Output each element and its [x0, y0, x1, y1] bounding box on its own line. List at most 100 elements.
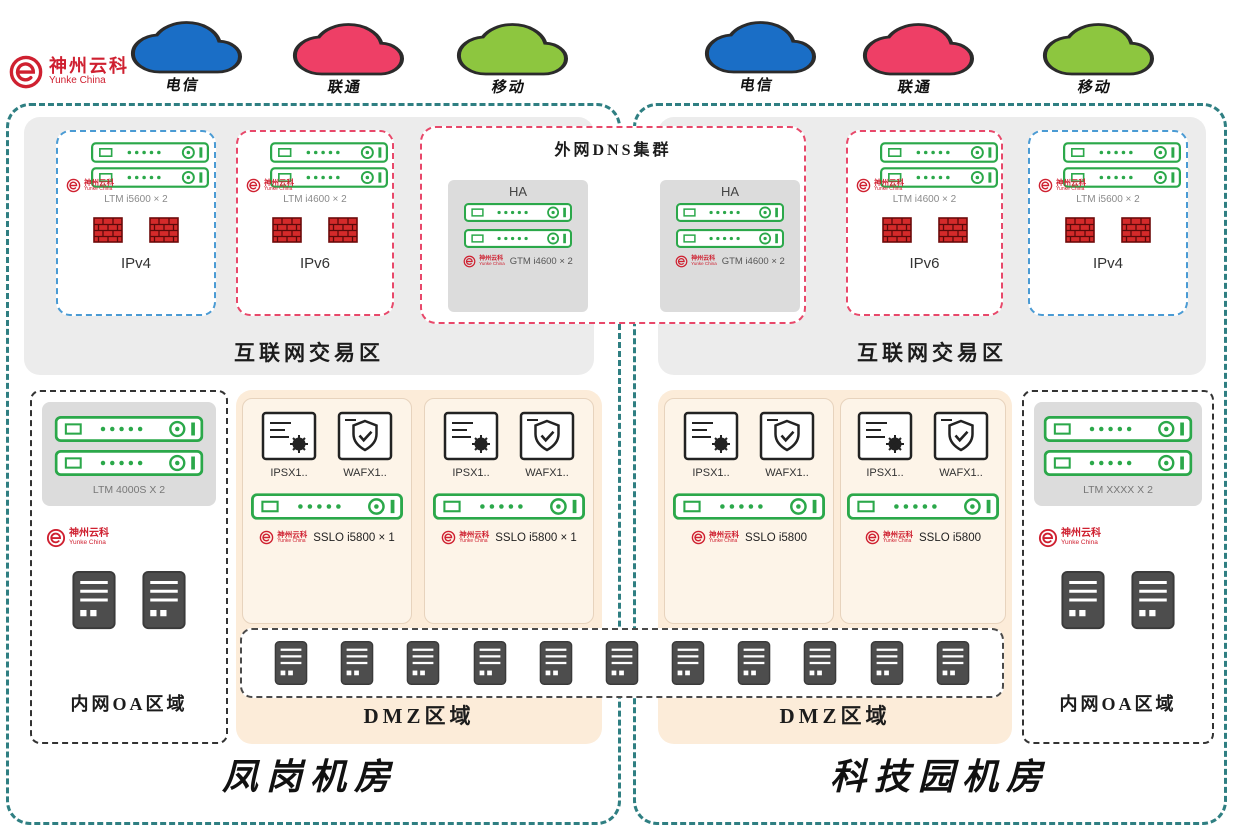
- ips-label: IPSX1..: [270, 467, 308, 479]
- server-icon: [870, 640, 904, 686]
- waf-icon: [337, 411, 393, 461]
- ltm-appliance-icon: [54, 416, 204, 442]
- yunke-swirl-icon: [66, 178, 81, 193]
- yunke-swirl-icon: [246, 178, 261, 193]
- server-icon: [340, 640, 374, 686]
- server-icon: [539, 640, 573, 686]
- cloud-icon: [286, 6, 402, 74]
- dmz-zone-label-left: DMZ区域: [363, 704, 475, 728]
- yunke-logo-text: 神州云科 Yunke China: [49, 57, 129, 86]
- firewall-icon: [149, 217, 179, 243]
- logo-title: 神州云科: [479, 255, 504, 262]
- logo-subtitle: Yunke China: [277, 537, 306, 544]
- logo-title: 神州云科: [708, 529, 739, 539]
- logo-subtitle: Yunke China: [708, 537, 738, 544]
- isp-label: 移动: [490, 80, 528, 96]
- waf-label: WAFX1..: [525, 467, 569, 479]
- sslo-model-label: SSLO i5800 × 1: [313, 531, 395, 544]
- firewall-row: [1030, 217, 1186, 243]
- ltm-appliance-icon: [1063, 142, 1181, 163]
- firewall-icon: [93, 217, 123, 243]
- ip-version-label: IPv6: [909, 255, 940, 272]
- dns-cluster-title: 外网DNS集群: [554, 142, 672, 159]
- datacenter-frame-keji: [633, 103, 1227, 825]
- firewall-icon: [328, 217, 358, 243]
- ltm-appliance-icon: [270, 142, 388, 163]
- device-model-label: LTM 4000S X 2: [92, 484, 166, 496]
- server-icon: [737, 640, 771, 686]
- yunke-swirl-icon: [856, 178, 871, 193]
- gtm-model-label: GTM i4600 × 2: [721, 256, 785, 267]
- ip-version-label: IPv4: [120, 255, 151, 272]
- ip-version-label: IPv4: [1092, 255, 1123, 272]
- logo-subtitle: Yunke China: [264, 185, 293, 192]
- server-icon: [803, 640, 837, 686]
- waf-icon: [933, 411, 989, 461]
- ltm-appliance-icon: [880, 142, 998, 163]
- logo-subtitle: Yunke China: [49, 75, 106, 87]
- device-model-label: LTM i5600 × 2: [1076, 194, 1140, 205]
- isp-label: 联通: [326, 80, 364, 96]
- dmz-zone-label-right: DMZ区域: [779, 704, 891, 728]
- oa-zone-label: 内网OA区域: [70, 694, 188, 714]
- logo-title: 神州云科: [882, 529, 913, 539]
- logo-title: 神州云科: [69, 528, 109, 540]
- yunke-swirl-icon: [8, 54, 44, 90]
- isp-label: 电信: [738, 78, 776, 94]
- logo-subtitle: Yunke China: [84, 185, 113, 192]
- isp-label: 联通: [896, 80, 934, 96]
- logo-subtitle: Yunke China: [479, 261, 505, 267]
- gtm-device-stack: [448, 202, 588, 249]
- isp-cloud-unicom-left: 联通: [286, 6, 404, 97]
- logo-subtitle: Yunke China: [691, 261, 717, 267]
- ips-label: IPSX1..: [452, 467, 490, 479]
- server-icon: [473, 640, 507, 686]
- gtm-appliance-icon: [464, 228, 572, 249]
- ips-label: IPSX1..: [692, 467, 730, 479]
- logo-title: 神州云科: [1061, 528, 1101, 540]
- ip-version-label: IPv6: [299, 255, 330, 272]
- server-icon: [671, 640, 705, 686]
- datacenter-frame-fenggang: [6, 103, 621, 825]
- cloud-icon: [1036, 6, 1152, 74]
- device-model-label: LTM i4600 × 2: [892, 194, 957, 205]
- isp-cloud-unicom-right: 联通: [856, 6, 974, 97]
- firewall-icon: [1121, 217, 1151, 243]
- yunke-swirl-icon: [865, 530, 880, 545]
- ltm-appliance-icon: [91, 142, 209, 163]
- logo-title: 神州云科: [84, 177, 114, 187]
- security-tiles: [243, 411, 411, 461]
- datacenter-name-left: 凤岗机房: [221, 757, 398, 797]
- server-icon: [1130, 570, 1176, 630]
- logo-title: 神州云科: [459, 529, 490, 539]
- ips-icon: [261, 411, 317, 461]
- server-icon: [406, 640, 440, 686]
- yunke-swirl-icon: [259, 530, 274, 545]
- isp-cloud-telecom-right: 电信: [698, 4, 816, 95]
- logo-title: 神州云科: [49, 56, 129, 77]
- firewall-icon: [882, 217, 912, 243]
- firewall-icon: [938, 217, 968, 243]
- oa-device-group: LTM 4000S X 2: [42, 402, 216, 506]
- security-tiles: [425, 411, 593, 461]
- server-icon: [141, 570, 187, 630]
- isp-cloud-mobile-right: 移动: [1036, 6, 1154, 97]
